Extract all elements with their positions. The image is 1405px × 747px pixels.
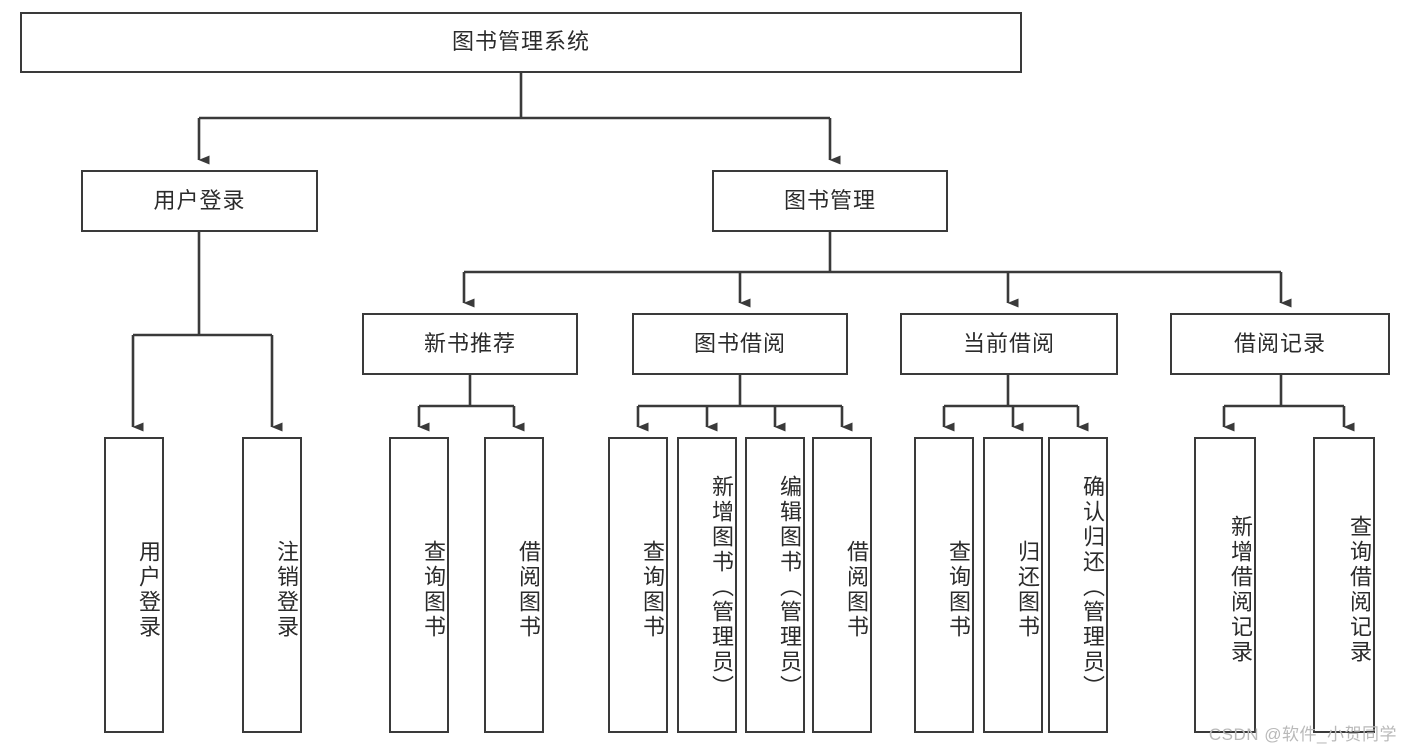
leaf-add-borrow-record[interactable]: 新增借阅记录 [1194,437,1256,733]
node-label: 编辑图书（管理员） [777,474,802,700]
leaf-search-book-recommend[interactable]: 查询图书 [389,437,449,733]
node-label: 新增图书（管理员） [709,474,734,700]
node-label: 借阅图书 [516,540,541,640]
leaf-search-borrow-record[interactable]: 查询借阅记录 [1313,437,1375,733]
node-label: 当前借阅 [962,330,1055,356]
node-current-borrow[interactable]: 当前借阅 [900,313,1118,375]
node-label: 查询图书 [946,540,971,640]
node-label: 查询图书 [421,540,446,640]
node-label: 确认归还（管理员） [1080,474,1105,700]
leaf-borrow-book[interactable]: 借阅图书 [812,437,872,733]
node-borrow-record[interactable]: 借阅记录 [1170,313,1390,375]
node-new-book-recommend[interactable]: 新书推荐 [362,313,578,375]
leaf-borrow-book-recommend[interactable]: 借阅图书 [484,437,544,733]
node-root-book-management-system[interactable]: 图书管理系统 [20,12,1022,73]
leaf-search-book-current[interactable]: 查询图书 [914,437,974,733]
leaf-return-book[interactable]: 归还图书 [983,437,1043,733]
node-label: 用户登录 [136,540,161,640]
node-label: 借阅图书 [844,540,869,640]
node-label: 归还图书 [1015,540,1040,640]
node-label: 图书管理 [783,187,876,213]
node-label: 图书管理系统 [451,29,590,55]
csdn-watermark: CSDN @软件_小贺同学 [1208,725,1397,744]
node-label: 查询图书 [640,540,665,640]
node-label: 用户登录 [153,187,246,213]
node-book-borrow[interactable]: 图书借阅 [632,313,848,375]
leaf-logout[interactable]: 注销登录 [242,437,302,733]
leaf-user-login[interactable]: 用户登录 [104,437,164,733]
leaf-edit-book-admin[interactable]: 编辑图书（管理员） [745,437,805,733]
node-label: 借阅记录 [1233,330,1326,356]
leaf-add-book-admin[interactable]: 新增图书（管理员） [677,437,737,733]
node-label: 新增借阅记录 [1228,515,1253,665]
node-user-login[interactable]: 用户登录 [81,170,318,232]
node-label: 注销登录 [274,540,299,640]
node-label: 查询借阅记录 [1347,515,1372,665]
leaf-confirm-return-admin[interactable]: 确认归还（管理员） [1048,437,1108,733]
leaf-search-book-borrow[interactable]: 查询图书 [608,437,668,733]
node-label: 图书借阅 [693,330,786,356]
node-label: 新书推荐 [423,330,516,356]
node-book-management[interactable]: 图书管理 [712,170,948,232]
